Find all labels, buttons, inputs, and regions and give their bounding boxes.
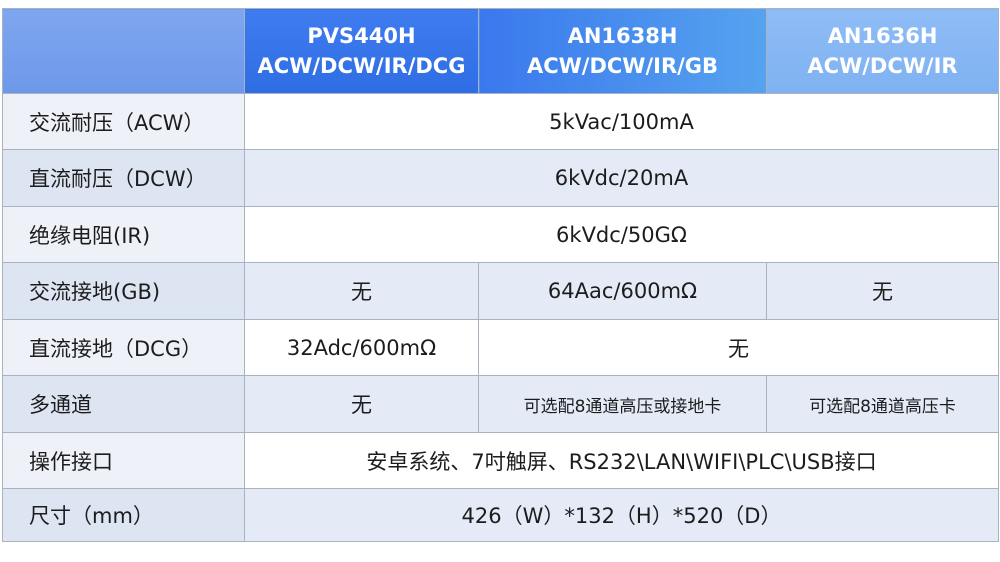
- row-ir: 绝缘电阻(IR) 6kVdc/50GΩ: [2, 205, 999, 264]
- size-value: 426（W）*132（H）*520（D）: [244, 488, 999, 542]
- row-acw: 交流耐压（ACW） 5kVac/100mA: [2, 92, 999, 151]
- row-label: 交流耐压（ACW）: [2, 92, 245, 151]
- interface-value: 安卓系统、7吋触屏、RS232\LAN\WIFI\PLC\USB接口: [244, 431, 999, 490]
- row-label: 直流接地（DCG）: [2, 318, 245, 377]
- multichannel-an1636h-value: 可选配8通道高压卡: [766, 375, 999, 433]
- header-model-an1638h: AN1638H ACW/DCW/IR/GB: [478, 8, 767, 94]
- header-model-pvs440h: PVS440H ACW/DCW/IR/DCG: [244, 8, 479, 94]
- row-multichannel: 多通道 无 可选配8通道高压或接地卡 可选配8通道高压卡: [2, 375, 999, 433]
- row-label: 交流接地(GB): [2, 262, 245, 320]
- row-dcw: 直流耐压（DCW） 6kVdc/20mA: [2, 149, 999, 207]
- row-label: 尺寸（mm）: [2, 488, 245, 542]
- multichannel-pvs440h-value: 无: [244, 375, 479, 433]
- row-interface: 操作接口 安卓系统、7吋触屏、RS232\LAN\WIFI\PLC\USB接口: [2, 431, 999, 490]
- ir-value: 6kVdc/50GΩ: [244, 205, 999, 264]
- header-corner-cell: [2, 8, 245, 94]
- row-label: 绝缘电阻(IR): [2, 205, 245, 264]
- spec-comparison-table: PVS440H ACW/DCW/IR/DCG AN1638H ACW/DCW/I…: [2, 8, 999, 542]
- header-row: PVS440H ACW/DCW/IR/DCG AN1638H ACW/DCW/I…: [2, 8, 999, 94]
- dcg-others-value: 无: [478, 318, 999, 377]
- row-dcg: 直流接地（DCG） 32Adc/600mΩ 无: [2, 318, 999, 377]
- acw-value: 5kVac/100mA: [244, 92, 999, 151]
- model-name: PVS440H: [307, 23, 416, 48]
- model-tests: ACW/DCW/IR/DCG: [257, 53, 466, 78]
- gb-an1638h-value: 64Aac/600mΩ: [478, 262, 767, 320]
- row-label: 操作接口: [2, 431, 245, 490]
- dcw-value: 6kVdc/20mA: [244, 149, 999, 207]
- gb-an1636h-value: 无: [766, 262, 999, 320]
- row-size: 尺寸（mm） 426（W）*132（H）*520（D）: [2, 488, 999, 542]
- header-model-an1636h: AN1636H ACW/DCW/IR: [766, 8, 999, 94]
- model-tests: ACW/DCW/IR/GB: [526, 53, 719, 78]
- model-tests: ACW/DCW/IR: [807, 53, 958, 78]
- row-label: 直流耐压（DCW）: [2, 149, 245, 207]
- gb-pvs440h-value: 无: [244, 262, 479, 320]
- multichannel-an1638h-value: 可选配8通道高压或接地卡: [478, 375, 767, 433]
- model-name: AN1638H: [567, 23, 678, 48]
- dcg-pvs440h-value: 32Adc/600mΩ: [244, 318, 479, 377]
- row-gb: 交流接地(GB) 无 64Aac/600mΩ 无: [2, 262, 999, 320]
- row-label: 多通道: [2, 375, 245, 433]
- model-name: AN1636H: [827, 23, 938, 48]
